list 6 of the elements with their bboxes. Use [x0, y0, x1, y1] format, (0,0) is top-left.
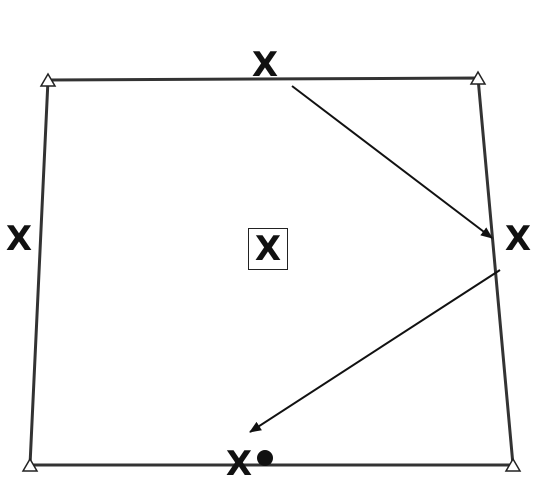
- arrow: [249, 269, 501, 433]
- player-marker: X: [2, 222, 36, 256]
- player-marker: X: [501, 222, 533, 256]
- boxed-player-marker: X: [248, 228, 288, 270]
- arrow: [291, 85, 493, 239]
- player-marker: X: [248, 48, 282, 82]
